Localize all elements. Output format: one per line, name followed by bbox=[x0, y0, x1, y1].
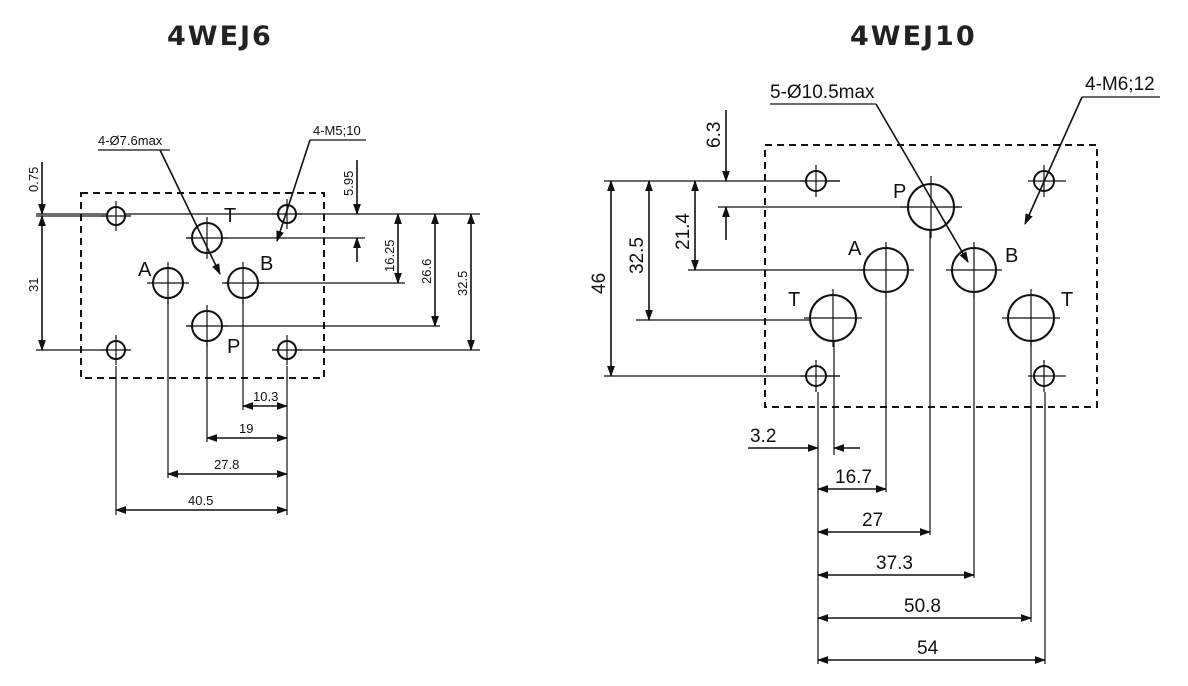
dim-27.8: 27.8 bbox=[214, 457, 239, 472]
vertical-dims-4wej6: 0.75 31 5.95 16.25 26.6 32.5 bbox=[26, 160, 475, 352]
dim-37.3: 37.3 bbox=[876, 553, 913, 574]
dim-31: 31 bbox=[26, 278, 41, 292]
dim-46: 46 bbox=[589, 273, 610, 294]
dim-16.7: 16.7 bbox=[835, 467, 872, 488]
dim-3.2: 3.2 bbox=[750, 426, 776, 447]
dim-32.5: 32.5 bbox=[627, 237, 648, 274]
drawing-4wej6: 4WEJ6 bbox=[26, 21, 480, 515]
dim-54: 54 bbox=[917, 638, 939, 659]
port-label-p: P bbox=[893, 181, 906, 203]
subplate-outline-4wej6 bbox=[80, 192, 325, 379]
drawing-4wej10: 4WEJ10 bbox=[589, 21, 1160, 664]
port-label-a: A bbox=[138, 259, 152, 281]
vertical-dims-4wej10: 6.3 21.4 32.5 46 bbox=[589, 110, 730, 378]
port-label-b: B bbox=[260, 253, 273, 275]
extension-lines-4wej6 bbox=[36, 213, 480, 515]
callout-threads-4wej6: 4-M5;10 bbox=[276, 123, 366, 243]
dim-6.3: 6.3 bbox=[704, 122, 725, 148]
callout-holes-text: 5-Ø10.5max bbox=[770, 82, 875, 103]
port-label-p: P bbox=[227, 336, 240, 358]
port-label-b: B bbox=[1005, 245, 1018, 267]
dim-26.6: 26.6 bbox=[419, 259, 434, 284]
dim-10.3: 10.3 bbox=[253, 389, 278, 404]
holes-4wej6 bbox=[101, 199, 302, 365]
dim-32.5: 32.5 bbox=[455, 271, 470, 296]
callout-holes-text: 4-Ø7.6max bbox=[98, 133, 163, 148]
dim-5.95: 5.95 bbox=[341, 171, 356, 196]
title-4wej6: 4WEJ6 bbox=[167, 21, 273, 52]
port-label-t: T bbox=[224, 205, 236, 227]
port-label-t2: T bbox=[1061, 289, 1073, 311]
dim-50.8: 50.8 bbox=[904, 596, 941, 617]
title-4wej10: 4WEJ10 bbox=[850, 21, 977, 52]
holes-4wej10 bbox=[800, 165, 1066, 392]
callout-holes-4wej10: 5-Ø10.5max bbox=[770, 82, 969, 263]
subplate-outline-4wej10 bbox=[764, 144, 1098, 408]
dim-40.5: 40.5 bbox=[188, 493, 213, 508]
dim-0.75: 0.75 bbox=[26, 167, 41, 192]
port-label-a: A bbox=[848, 238, 862, 260]
dim-21.4: 21.4 bbox=[673, 213, 694, 250]
callout-holes-4wej6: 4-Ø7.6max bbox=[98, 133, 221, 276]
callout-threads-text: 4-M5;10 bbox=[313, 123, 361, 138]
dim-19: 19 bbox=[239, 421, 253, 436]
dim-16.25: 16.25 bbox=[382, 239, 397, 272]
port-label-t1: T bbox=[788, 289, 800, 311]
callout-threads-text: 4-M6;12 bbox=[1085, 74, 1155, 95]
dim-27: 27 bbox=[862, 510, 883, 531]
callout-threads-4wej10: 4-M6;12 bbox=[1024, 74, 1160, 226]
horizontal-dims-4wej10: 3.2 16.7 27 37.3 50.8 54 bbox=[748, 426, 1047, 664]
horizontal-dims-4wej6: 10.3 19 27.8 40.5 bbox=[114, 389, 289, 514]
